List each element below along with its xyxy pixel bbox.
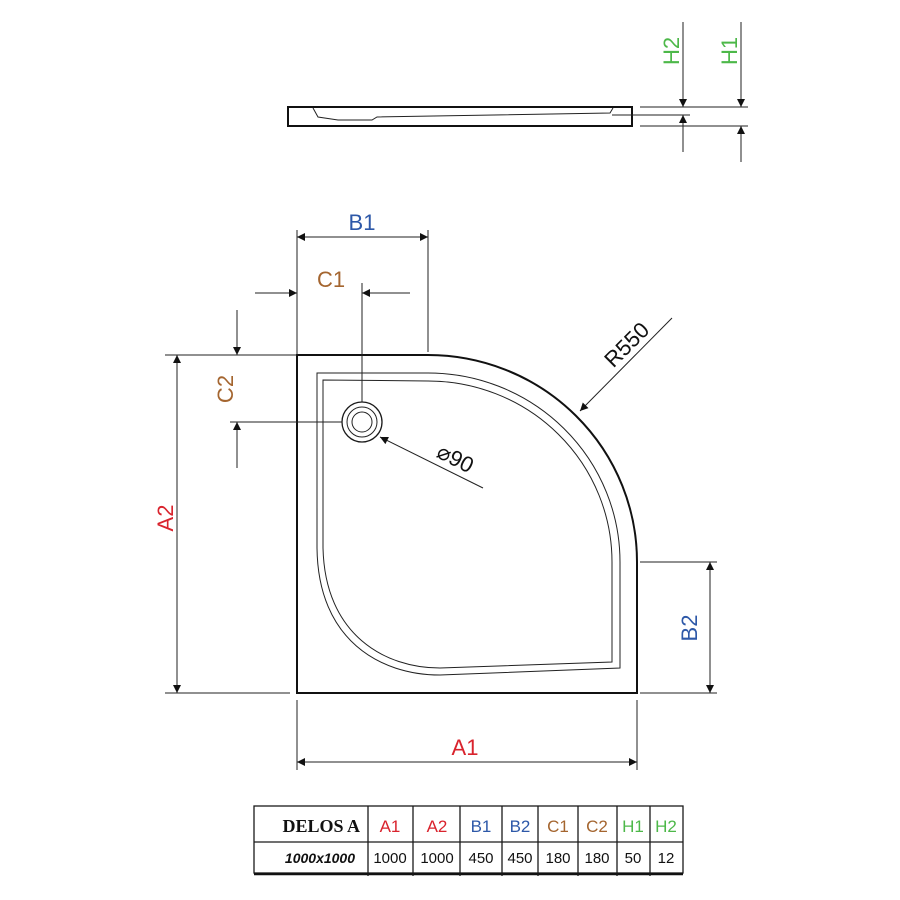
table-model: 1000x1000 (285, 850, 355, 866)
table-header-b2: B2 (510, 817, 531, 836)
table-value-h1: 50 (625, 850, 642, 867)
a1-label: A1 (452, 735, 479, 760)
table-title: DELOS A (282, 816, 360, 836)
table-value-a2: 1000 (420, 850, 453, 867)
table-header-h2: H2 (655, 817, 677, 836)
table-value-c2: 180 (584, 850, 609, 867)
b2-label: B2 (677, 615, 702, 642)
a2-label: A2 (153, 505, 178, 532)
c2-label: C2 (213, 375, 238, 403)
table-value-b2: 450 (507, 850, 532, 867)
h1-label: H1 (717, 37, 742, 65)
side-view: H2 H1 (287, 22, 748, 162)
table-value-b1: 450 (468, 850, 493, 867)
table-header-a1: A1 (380, 817, 401, 836)
c1-label: C1 (317, 267, 345, 292)
table-value-c1: 180 (545, 850, 570, 867)
drain (341, 401, 383, 443)
table-header-c1: C1 (547, 817, 569, 836)
h2-label: H2 (659, 37, 684, 65)
drain-diameter-label: ⌀90 (433, 439, 478, 478)
table-header-c2: C2 (586, 817, 608, 836)
table-value-a1: 1000 (373, 850, 406, 867)
table-header-a2: A2 (427, 817, 448, 836)
table-value-h2: 12 (658, 850, 675, 867)
table-header-b1: B1 (471, 817, 492, 836)
dimension-table: DELOS A 1000x1000 A1 A2 B1 B2 C1 C2 H1 H… (253, 805, 684, 876)
table-header-h1: H1 (622, 817, 644, 836)
top-view (296, 354, 638, 694)
b1-label: B1 (349, 210, 376, 235)
